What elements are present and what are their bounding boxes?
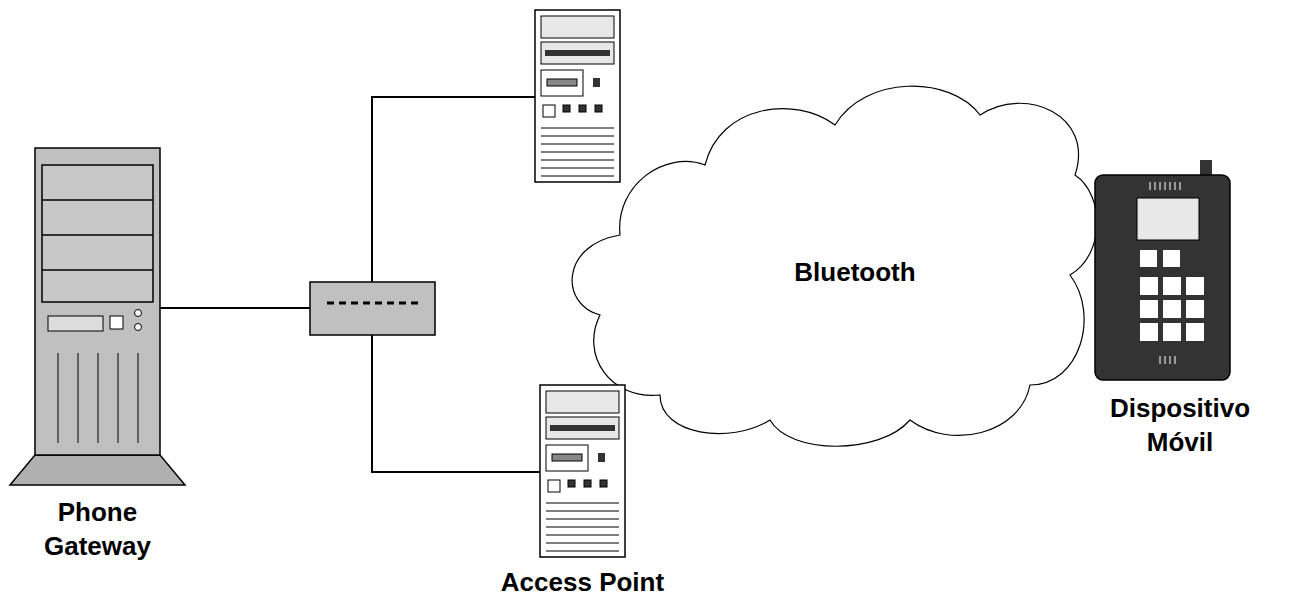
server-button bbox=[110, 316, 123, 329]
phone-key bbox=[1163, 323, 1181, 341]
network-hub bbox=[310, 282, 435, 335]
pc-vent bbox=[541, 160, 614, 161]
pc-floppy bbox=[546, 445, 588, 471]
pc-vent bbox=[546, 527, 619, 528]
node-icon bbox=[540, 385, 625, 557]
phone-grill bbox=[1160, 182, 1161, 190]
pc-floppy bbox=[541, 70, 583, 96]
phone-key bbox=[1163, 250, 1180, 267]
server-led bbox=[135, 310, 142, 317]
pc-vent bbox=[546, 551, 619, 552]
phone-grill bbox=[1170, 182, 1171, 190]
server-bay-line bbox=[42, 199, 153, 201]
pc-vent bbox=[541, 128, 614, 129]
pc-vent bbox=[541, 176, 614, 177]
pc-vent bbox=[546, 543, 619, 544]
phone-grill bbox=[1150, 182, 1151, 190]
phone-screen bbox=[1137, 198, 1199, 240]
pc-case bbox=[540, 385, 625, 557]
node-label: Access Point bbox=[450, 566, 715, 600]
phone-key bbox=[1140, 277, 1158, 295]
node-label: Phone Gateway bbox=[35, 496, 160, 564]
pc-slot bbox=[545, 50, 610, 56]
server-vent bbox=[58, 353, 59, 443]
server-case bbox=[35, 148, 160, 455]
pc-button bbox=[579, 105, 586, 112]
pc-vent bbox=[546, 503, 619, 504]
phone-body bbox=[1095, 175, 1230, 380]
pc-button bbox=[595, 105, 602, 112]
cloud-outline bbox=[572, 86, 1097, 446]
phone-key bbox=[1163, 277, 1181, 295]
phone-mic bbox=[1160, 356, 1161, 364]
server-led bbox=[135, 324, 142, 331]
pc-vent bbox=[541, 144, 614, 145]
server-floppy bbox=[48, 316, 103, 331]
node-icon bbox=[1085, 160, 1275, 382]
phone-grill bbox=[1175, 182, 1176, 190]
pc-slot bbox=[550, 425, 615, 431]
pc-floppy-slot bbox=[547, 79, 577, 86]
phone-grill bbox=[1180, 182, 1181, 190]
pc-bay bbox=[546, 391, 619, 413]
pc-vent bbox=[541, 152, 614, 153]
pc-floppy-slot bbox=[552, 454, 582, 461]
network-cable bbox=[372, 97, 535, 282]
desktop-computer bbox=[535, 10, 620, 182]
server-vent bbox=[98, 353, 99, 443]
hub-ports bbox=[327, 302, 420, 305]
node-icon bbox=[10, 148, 185, 488]
pc-vent bbox=[541, 136, 614, 137]
pc-button bbox=[593, 78, 600, 87]
server-bay-line bbox=[42, 269, 153, 271]
pc-case bbox=[535, 10, 620, 182]
pc-button bbox=[548, 480, 560, 492]
pc-vent bbox=[546, 511, 619, 512]
server-vent bbox=[78, 353, 79, 443]
pc-button bbox=[584, 480, 591, 487]
phone-grill bbox=[1165, 182, 1166, 190]
pc-button bbox=[598, 453, 605, 462]
server-vent bbox=[118, 353, 119, 443]
phone-grill bbox=[1155, 182, 1156, 190]
phone-key bbox=[1140, 300, 1158, 318]
server-bay-line bbox=[42, 234, 153, 236]
phone-mic bbox=[1170, 356, 1171, 364]
server-vent bbox=[138, 353, 139, 443]
phone-key bbox=[1186, 277, 1204, 295]
phone-mic bbox=[1175, 356, 1176, 364]
server-bays bbox=[42, 165, 153, 302]
phone-key bbox=[1163, 300, 1181, 318]
phone-key bbox=[1186, 300, 1204, 318]
cloud-node: Bluetooth bbox=[560, 65, 1105, 450]
pc-button bbox=[600, 480, 607, 487]
node-label: Dispositivo Móvil bbox=[1085, 392, 1275, 460]
pc-button bbox=[568, 480, 575, 487]
pc-vent bbox=[541, 168, 614, 169]
phone-key bbox=[1186, 323, 1204, 341]
phone-key bbox=[1140, 323, 1158, 341]
pc-bay bbox=[541, 16, 614, 38]
pc-vent bbox=[546, 535, 619, 536]
node-label: Bluetooth bbox=[755, 256, 955, 290]
pc-bay bbox=[541, 42, 614, 64]
pc-vent bbox=[546, 519, 619, 520]
phone-key bbox=[1140, 250, 1157, 267]
mobile-device-node: Dispositivo Móvil bbox=[1085, 160, 1275, 460]
access-point-node: Access Point bbox=[540, 385, 625, 557]
pc-button bbox=[543, 105, 555, 117]
phone-mic bbox=[1165, 356, 1166, 364]
server-node: Phone Gateway bbox=[35, 148, 160, 566]
hub-body bbox=[310, 282, 435, 335]
server-base bbox=[10, 455, 185, 485]
pc-button bbox=[563, 105, 570, 112]
pc-bay bbox=[546, 417, 619, 439]
